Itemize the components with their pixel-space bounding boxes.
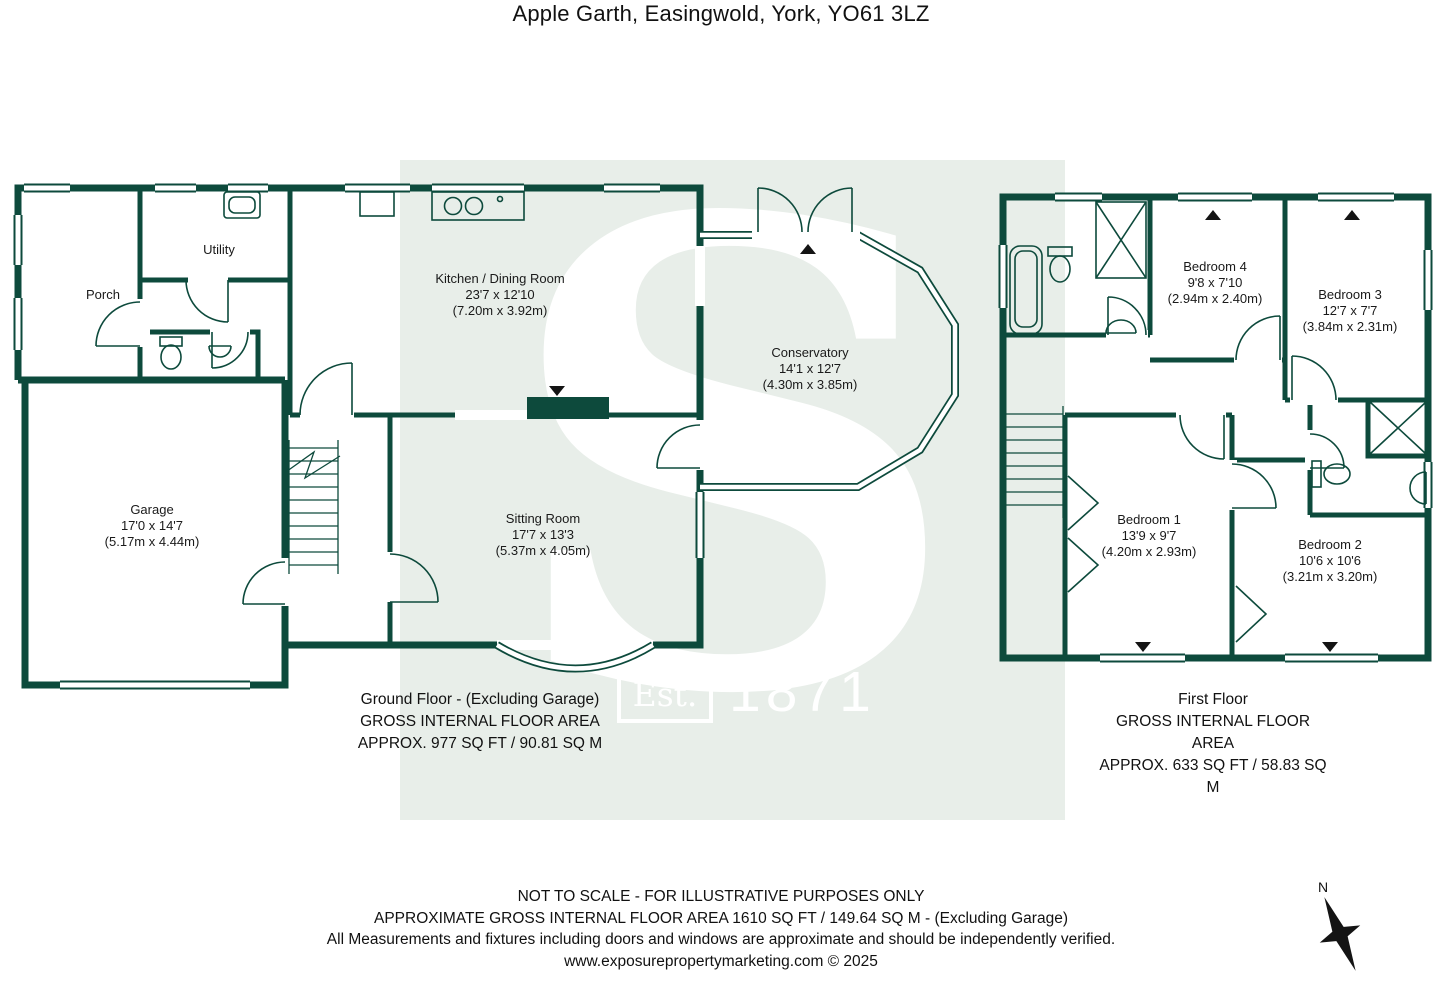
room-name: Garage — [130, 502, 174, 517]
fixtures — [159, 191, 1427, 643]
disclaimer: NOT TO SCALE - FOR ILLUSTRATIVE PURPOSES… — [0, 886, 1442, 972]
basin-icon — [1409, 471, 1427, 505]
room-name: Sitting Room — [505, 511, 581, 526]
room-dims-imperial: 12'7 x 7'7 — [1322, 303, 1378, 318]
room-name: Bedroom 2 — [1298, 537, 1362, 552]
room-dims-imperial: 13'9 x 9'7 — [1121, 528, 1177, 543]
page-title: Apple Garth, Easingwold, York, YO61 3LZ — [512, 1, 930, 26]
shower-icon — [1369, 401, 1427, 455]
basin-icon — [1105, 319, 1137, 334]
room-dims-metric: (4.20m x 2.93m) — [1101, 544, 1197, 559]
room-name: Kitchen / Dining Room — [435, 271, 565, 286]
floor-name: First Floor — [1178, 691, 1248, 708]
room-name: Porch — [86, 287, 120, 302]
website-line: www.exposurepropertymarketing.com © 2025 — [564, 952, 878, 970]
floor-area-label: GROSS INTERNAL FLOOR AREA — [1115, 713, 1311, 752]
room-name: Bedroom 1 — [1117, 512, 1181, 527]
stairs-ground — [282, 440, 341, 574]
floor-area-value: APPROX. 633 SQ FT / 58.83 SQ M — [1099, 757, 1327, 796]
door-openings — [135, 229, 1338, 606]
ground-floor-caption: Ground Floor - (Excluding Garage) GROSS … — [358, 689, 602, 755]
room-dims-metric: (2.94m x 2.40m) — [1167, 291, 1263, 306]
bay-window — [494, 640, 656, 673]
room-name: Bedroom 4 — [1183, 259, 1247, 274]
room-dims-imperial: 17'7 x 13'3 — [511, 527, 575, 542]
floor-name: Ground Floor - (Excluding Garage) — [360, 691, 600, 708]
disclaimer-line3: All Measurements and fixtures including … — [326, 931, 1116, 948]
watermark-year: 1871 — [729, 660, 876, 724]
room-dims-imperial: 9'8 x 7'10 — [1187, 275, 1243, 290]
room-label-kitchen: Kitchen / Dining Room 23'7 x 12'10 (7.20… — [435, 271, 564, 319]
room-label-conservatory: Conservatory 14'1 x 12'7 (4.30m x 3.85m) — [763, 345, 858, 393]
floor-area-value: APPROX. 977 SQ FT / 90.81 SQ M — [357, 735, 603, 752]
room-label-bedroom1: Bedroom 1 13'9 x 9'7 (4.20m x 2.93m) — [1102, 512, 1197, 560]
appliance-icon — [359, 191, 395, 217]
room-name: Utility — [203, 242, 235, 257]
room-dims-metric: (4.30m x 3.85m) — [762, 377, 858, 392]
floor-area-label: GROSS INTERNAL FLOOR AREA — [360, 713, 600, 730]
room-dims-metric: (7.20m x 3.92m) — [452, 303, 548, 318]
shower-icon — [1095, 201, 1147, 279]
room-label-garage: Garage 17'0 x 14'7 (5.17m x 4.44m) — [105, 502, 200, 550]
toilet-icon — [1311, 460, 1351, 488]
ground-floor-outer-walls — [14, 184, 704, 689]
first-floor-caption: First Floor GROSS INTERNAL FLOOR AREA AP… — [1099, 689, 1328, 799]
room-dims-imperial: 23'7 x 12'10 — [465, 287, 535, 302]
room-label-bedroom2: Bedroom 2 10'6 x 10'6 (3.21m x 3.20m) — [1283, 537, 1378, 585]
ground-floor-inner-walls — [137, 188, 700, 645]
watermark-est-badge: Est. — [617, 666, 713, 723]
room-dims-imperial: 10'6 x 10'6 — [1298, 553, 1362, 568]
room-dims-metric: (3.21m x 3.20m) — [1282, 569, 1378, 584]
room-name: Conservatory — [771, 345, 849, 360]
stairs-first — [1005, 406, 1064, 518]
bath-icon — [1009, 245, 1043, 335]
measure-arrows — [549, 210, 1360, 652]
toilet-icon — [159, 336, 183, 370]
north-label: N — [1318, 879, 1328, 895]
disclaimer-line2: APPROXIMATE GROSS INTERNAL FLOOR AREA 16… — [373, 909, 1068, 927]
windows — [13, 183, 1433, 690]
disclaimer-line1: NOT TO SCALE - FOR ILLUSTRATIVE PURPOSES… — [517, 888, 925, 905]
door-swings — [95, 187, 1345, 605]
room-dims-imperial: 14'1 x 12'7 — [778, 361, 842, 376]
room-label-utility: Utility — [203, 242, 235, 258]
toilet-icon — [1047, 246, 1073, 283]
room-label-sitting-room: Sitting Room 17'7 x 13'3 (5.37m x 4.05m) — [496, 511, 591, 559]
room-label-bedroom4: Bedroom 4 9'8 x 7'10 (2.94m x 2.40m) — [1168, 259, 1263, 307]
wardrobe-doors — [1067, 475, 1268, 643]
north-arrow-icon — [1319, 897, 1361, 971]
basin-icon — [208, 345, 232, 358]
room-name: Bedroom 3 — [1318, 287, 1382, 302]
chimney-breast — [527, 397, 609, 419]
compass-rose: N — [1318, 879, 1361, 971]
watermark-letter: S — [501, 82, 964, 834]
room-label-bedroom3: Bedroom 3 12'7 x 7'7 (3.84m x 2.31m) — [1303, 287, 1398, 335]
sink-icon — [223, 191, 261, 219]
room-dims-metric: (5.17m x 4.44m) — [104, 534, 200, 549]
room-dims-metric: (5.37m x 4.05m) — [495, 543, 591, 558]
room-label-porch: Porch — [86, 287, 120, 303]
room-dims-imperial: 17'0 x 14'7 — [120, 518, 184, 533]
conservatory-glazing — [700, 231, 959, 491]
room-dims-metric: (3.84m x 2.31m) — [1302, 319, 1398, 334]
kitchen-sink-icon — [431, 191, 525, 221]
